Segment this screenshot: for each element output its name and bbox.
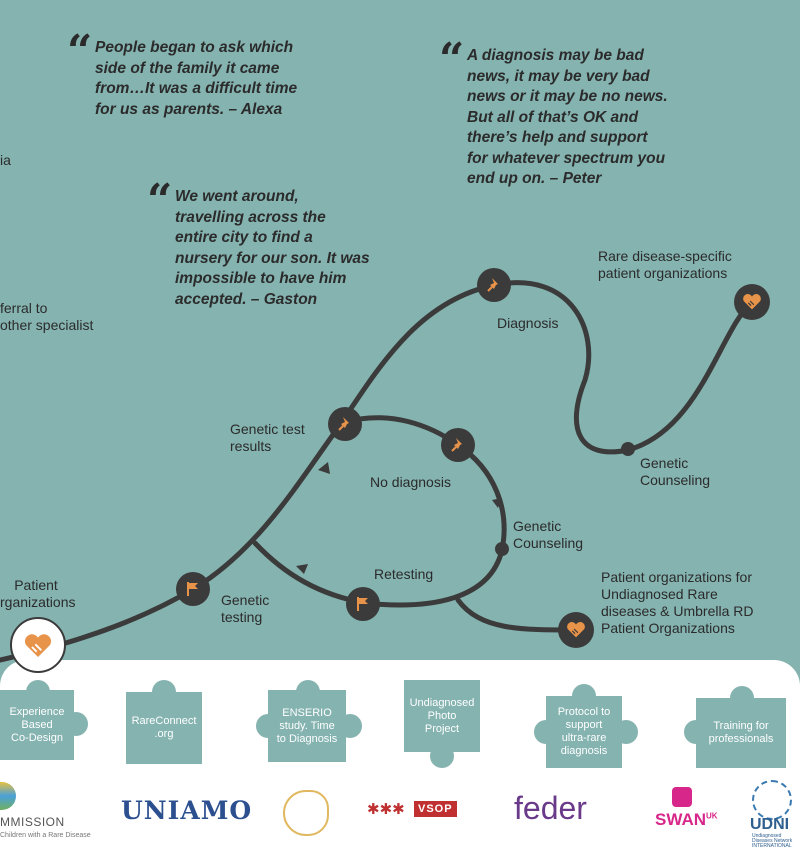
vsop-family-icon: ✱✱✱ (367, 801, 405, 818)
uniamo-logo: UNIAMO (121, 796, 253, 825)
quote-gaston-text: We went around, travelling across the en… (175, 188, 370, 308)
label-undiagnosed-orgs: Patient organizations for Undiagnosed Ra… (601, 569, 754, 636)
flag-icon (357, 597, 368, 611)
swan-logo-sup: UK (706, 811, 718, 821)
quote-icon: “ (67, 26, 93, 77)
label-genetic-testing: Genetic testing (221, 592, 270, 625)
quote-alexa: “ People began to ask which side of the … (67, 30, 355, 120)
genetic-counseling-mid-dot (495, 542, 509, 556)
puzzle-knob (730, 686, 754, 710)
label-referral: ferral to other specialist (0, 300, 94, 333)
vsop-logo: VSOP (414, 801, 457, 817)
swan-logo-text: SWAN (655, 810, 706, 829)
pin-icon (338, 417, 349, 431)
puzzle-knob (296, 680, 320, 704)
udni-logo-sub: Undiagnosed Diseases Network INTERNATION… (752, 833, 793, 849)
puzzle-knob (534, 720, 558, 744)
quote-icon: “ (147, 175, 173, 226)
rare-disease-orgs-node (734, 284, 770, 320)
puzzle-undiagnosed-photo-project[interactable]: Undiagnosed Photo Project (404, 680, 480, 752)
puzzle-knob (684, 720, 708, 744)
quote-peter: “ A diagnosis may be bad news, it may be… (439, 38, 727, 190)
label-genetic-counseling-right: Genetic Counseling (640, 455, 711, 488)
label-genetic-test-results: Genetic test results (230, 421, 305, 454)
label-no-diagnosis: No diagnosis (370, 474, 451, 490)
swan-logo: SWANUK (655, 810, 718, 830)
commission-logo-sub: Children with a Rare Disease (0, 832, 91, 839)
puzzle-knob (430, 744, 454, 768)
puzzle-rareconnect[interactable]: RareConnect .org (126, 692, 202, 764)
diagnosis-node (477, 268, 511, 302)
puzzle-knob (256, 714, 280, 738)
quote-icon: “ (439, 34, 465, 85)
udni-logo: UDNI (750, 816, 790, 833)
commission-logo: MMISSION (0, 815, 65, 829)
swan-icon (672, 787, 692, 807)
puzzle-knob (64, 712, 88, 736)
pin-icon (487, 278, 498, 292)
feder-logo: feder (514, 790, 587, 826)
resources-panel: Experience Based Co-Design RareConnect .… (0, 660, 800, 849)
flag-icon (187, 582, 198, 596)
commission-logo-mark (0, 782, 16, 810)
undiagnosed-orgs-node (558, 612, 594, 648)
retesting-node (346, 587, 380, 621)
puzzle-knob (152, 680, 176, 704)
label-patient-orgs: Patient rganizations (0, 577, 76, 610)
label-genetic-counseling-mid: Genetic Counseling (513, 518, 584, 551)
label-edge-ia: ia (0, 152, 11, 168)
puzzle-knob (26, 680, 50, 704)
no-diagnosis-node (441, 428, 475, 462)
handshake-icon (743, 294, 761, 310)
genetic-test-results-node (328, 407, 362, 441)
udni-globe-icon (752, 780, 792, 820)
handshake-icon (24, 634, 52, 657)
handshake-icon (567, 622, 585, 638)
puzzle-knob (572, 684, 596, 708)
label-rare-disease-orgs: Rare disease-specific patient organizati… (598, 248, 732, 281)
label-retesting: Retesting (374, 566, 434, 582)
lion-logo (283, 790, 329, 836)
quote-alexa-text: People began to ask which side of the fa… (95, 39, 298, 118)
genetic-counseling-right-dot (621, 442, 635, 456)
puzzle-knob (338, 714, 362, 738)
puzzle-protocol-ultra-rare[interactable]: Protocol to support ultra-rare diagnosis (546, 696, 622, 768)
quote-peter-text: A diagnosis may be bad news, it may be v… (467, 47, 668, 187)
quote-gaston: “ We went around, travelling across the … (147, 179, 405, 310)
patient-organizations-node (10, 617, 66, 673)
puzzle-knob (614, 720, 638, 744)
pin-icon (451, 438, 462, 452)
genetic-testing-node (176, 572, 210, 606)
label-diagnosis: Diagnosis (497, 315, 559, 331)
